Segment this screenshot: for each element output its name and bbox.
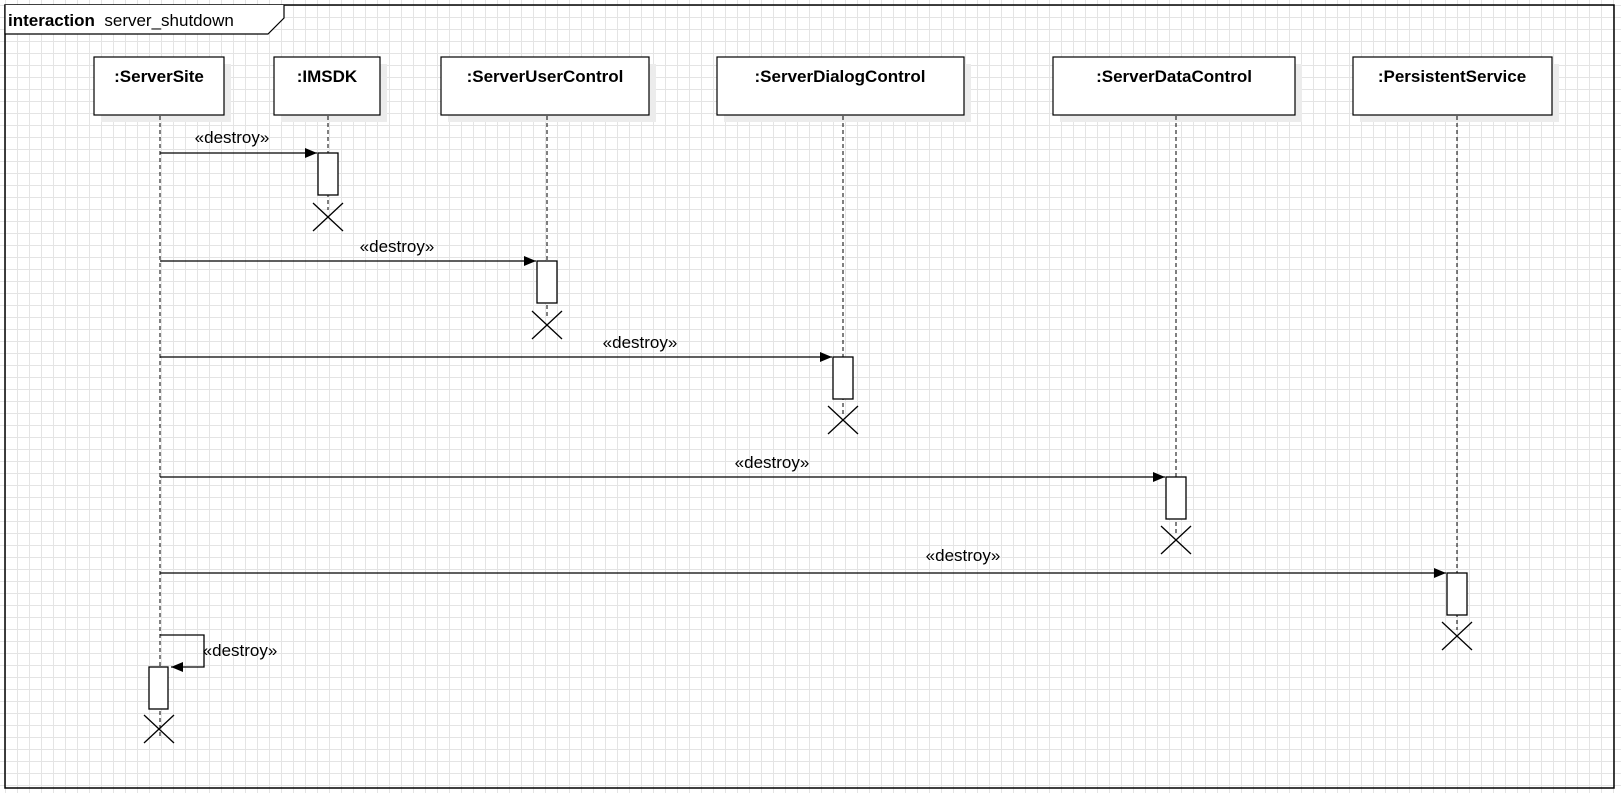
activation-bar — [832, 356, 854, 400]
frame-keyword: interaction — [8, 11, 95, 30]
destruction-mark — [1441, 621, 1473, 651]
message-label: «destroy» — [195, 128, 270, 147]
destruction-mark — [312, 202, 344, 232]
activation-bar — [1446, 572, 1468, 616]
activation-bar — [1165, 476, 1187, 520]
message-label: «destroy» — [360, 237, 435, 256]
lifeline-persistentservice[interactable]: :PersistentService — [1352, 56, 1559, 122]
lifeline-serverdatacontrol[interactable]: :ServerDataControl — [1052, 56, 1302, 122]
message-label: «destroy» — [603, 333, 678, 352]
lifeline-serverusercontrol[interactable]: :ServerUserControl — [440, 56, 656, 122]
activation-bar — [148, 666, 169, 710]
frame-label-tab — [4, 5, 285, 35]
destruction-mark — [1160, 525, 1192, 555]
lifeline-imsdk[interactable]: :IMSDK — [273, 56, 387, 122]
message-destroy-serverdatacontrol[interactable]: «destroy» — [160, 453, 1165, 482]
destruction-mark — [143, 714, 175, 744]
message-destroy-imsdk[interactable]: «destroy» — [160, 128, 317, 158]
message-label: «destroy» — [735, 453, 810, 472]
lifeline-label: :IMSDK — [297, 67, 358, 86]
lifeline-label: :PersistentService — [1378, 67, 1526, 86]
lifeline-label: :ServerSite — [114, 67, 204, 86]
message-label: «destroy» — [203, 641, 278, 660]
message-destroy-serverdialogcontrol[interactable]: «destroy» — [160, 333, 832, 362]
destruction-mark — [531, 310, 563, 340]
activation-bar — [536, 260, 558, 304]
destruction-mark — [827, 405, 859, 435]
message-destroy-self[interactable]: «destroy» — [160, 634, 278, 672]
message-label: «destroy» — [926, 546, 1001, 565]
svg-text:interaction server_shutdow: interaction server_shutdown — [8, 11, 234, 30]
lifeline-serversite[interactable]: :ServerSite — [93, 56, 231, 122]
interaction-frame — [4, 4, 1615, 789]
lifeline-label: :ServerDialogControl — [755, 67, 926, 86]
lifeline-serverdialogcontrol[interactable]: :ServerDialogControl — [716, 56, 971, 122]
lifeline-label: :ServerUserControl — [467, 67, 624, 86]
activation-bar — [317, 152, 339, 196]
lifeline-label: :ServerDataControl — [1096, 67, 1252, 86]
message-destroy-persistentservice[interactable]: «destroy» — [160, 546, 1446, 578]
message-destroy-serverusercontrol[interactable]: «destroy» — [160, 237, 536, 266]
frame-name: server_shutdown — [104, 11, 233, 30]
